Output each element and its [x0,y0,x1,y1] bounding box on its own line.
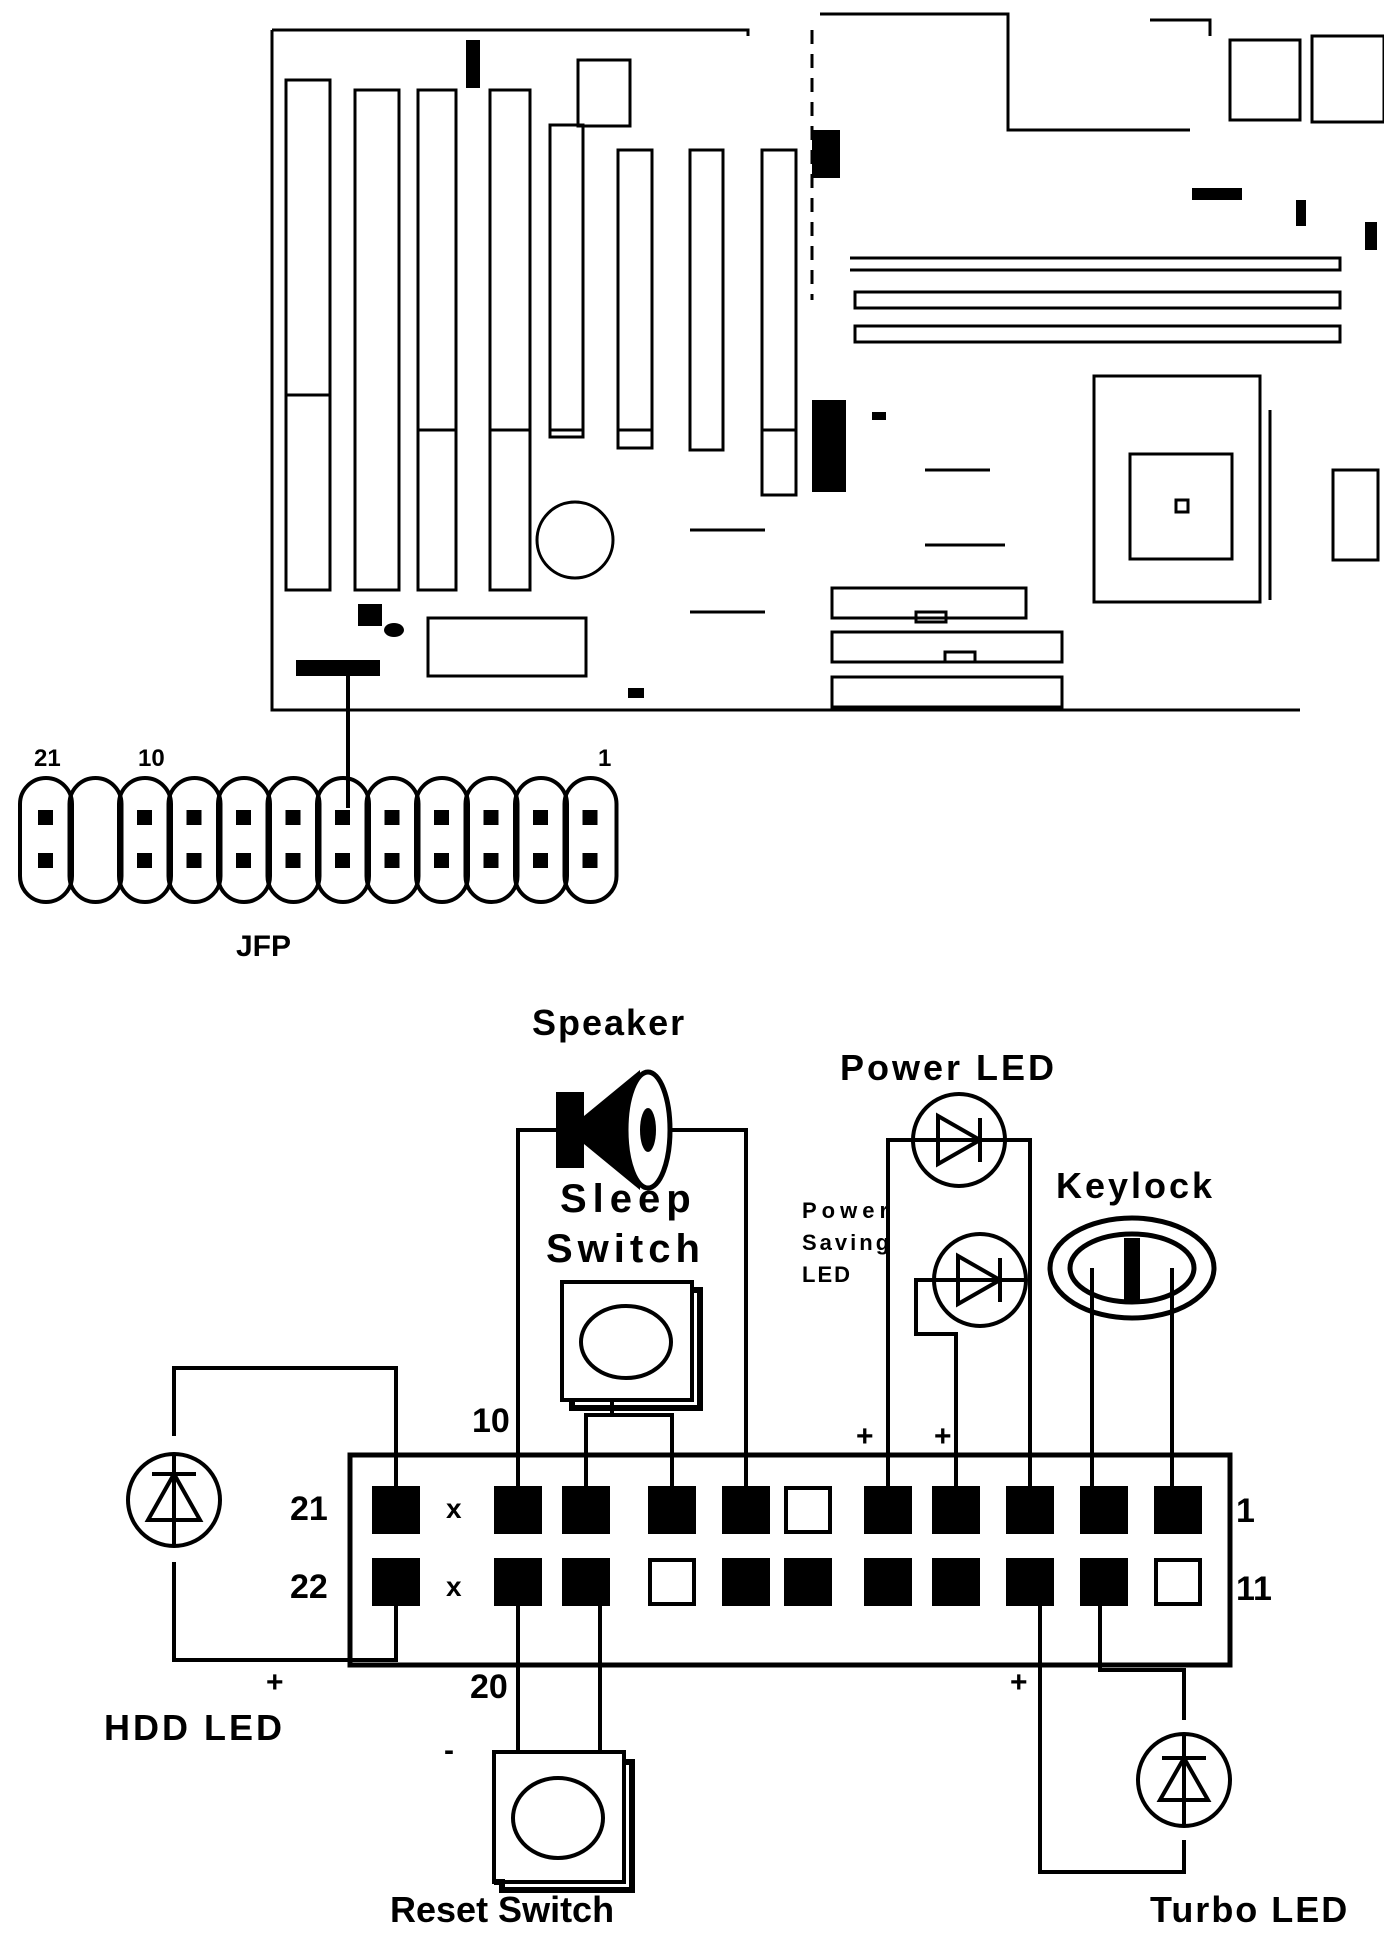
jfp-pin [137,853,152,868]
jfp-pin [483,810,499,825]
power-led-plus: + [856,1420,874,1453]
jfp-pin-pair [463,776,520,904]
hdd-led-label: HDD LED [104,1707,285,1748]
board-small-parts [296,40,1377,698]
pin-22-label: 22 [290,1568,328,1606]
keylock-symbol [1047,1215,1217,1321]
jfp-pin [582,853,598,868]
pin-20-label: 20 [470,1668,508,1706]
jfp-pin-pair [513,776,569,904]
jfp-pin-grid [372,1486,1202,1606]
pin-10-label: 10 [472,1402,510,1440]
jfp-pin-pair [562,776,619,904]
jfp-connector-block [347,1452,1233,1668]
jfp-pin [533,853,548,868]
jfp-pin-pair [166,776,223,904]
jfp-pin-pair [216,776,272,904]
jfp-pin [186,810,202,825]
connector-pin-bottom [1080,1558,1128,1606]
jfp-pin-21-label: 21 [34,745,61,772]
no-connect-bottom: x [446,1571,462,1602]
connector-pin-top [1080,1486,1128,1534]
power-saving-led-label-line2: Saving [802,1230,892,1255]
connector-pin-bottom [494,1558,542,1606]
sleep-switch-label-line2: Switch [546,1227,705,1271]
connector-pin-bottom [1154,1558,1202,1606]
connector-pin-top [932,1486,980,1534]
power-saving-led-label-line1: Power [802,1198,893,1223]
jfp-pin-10-label: 10 [138,745,165,772]
sleep-switch-symbol [560,1280,703,1411]
reset-switch-label: Reset Switch [390,1889,614,1930]
reset-switch-symbol [492,1750,635,1893]
connector-pin-top [864,1486,912,1534]
jfp-pin [483,853,499,868]
hdd-led-plus: + [266,1666,284,1699]
reset-minus: - [444,1734,454,1767]
jfp-pin-pair [117,776,173,904]
jfp-pin-1-label: 1 [598,745,611,772]
keylock-label: Keylock [1056,1165,1215,1206]
connector-pin-bottom [562,1558,610,1606]
sleep-switch-label-line1: Sleep [560,1177,697,1221]
pin-1-label: 1 [1236,1492,1255,1530]
pin-21-label: 21 [290,1490,328,1528]
power-saving-led-plus: + [934,1420,952,1453]
hdd-led-symbol [126,1452,222,1548]
jfp-pin [335,810,350,825]
jfp-header [18,776,619,904]
jfp-pin-pair [364,776,421,904]
connector-pin-top [1154,1486,1202,1534]
power-saving-led-symbol [932,1232,1028,1328]
turbo-led-symbol [1136,1732,1232,1828]
speaker-icon [556,1069,673,1191]
jfp-pin [236,853,251,868]
connector-pin-top [722,1486,770,1534]
jfp-pin [38,853,53,868]
turbo-led-label: Turbo LED [1150,1889,1349,1930]
jfp-pin [533,810,548,825]
jfp-pin [582,810,598,825]
connector-pin-bottom [784,1558,832,1606]
jfp-pin-pair [67,776,124,904]
no-connect-top: x [446,1493,462,1524]
connector-pin-top [372,1486,420,1534]
connector-pin-bottom [932,1558,980,1606]
jfp-pin [335,853,350,868]
pin-11-label: 11 [1236,1570,1272,1608]
connector-pin-top [562,1486,610,1534]
jfp-pin [384,810,400,825]
jfp-pin-pair [265,776,322,904]
jfp-pin [285,810,301,825]
jfp-pin-pair [315,776,371,904]
jfp-pin-pair [18,776,74,904]
connector-pin-top [784,1486,832,1534]
connector-pin-top [648,1486,696,1534]
power-saving-led-label-line3: LED [802,1262,852,1287]
power-led-label: Power LED [840,1047,1057,1088]
connector-pin-top [1006,1486,1054,1534]
jfp-pin [285,853,301,868]
jfp-connector-name: JFP [236,930,291,963]
jfp-pin-pair [414,776,470,904]
wiring [172,1128,1186,1874]
jfp-pin [186,853,202,868]
connector-pin-bottom [1006,1558,1054,1606]
jfp-pin [236,810,251,825]
connector-pin-bottom [722,1558,770,1606]
connector-pin-bottom [864,1558,912,1606]
jfp-pin [434,853,449,868]
connector-pin-bottom [648,1558,696,1606]
turbo-led-plus: + [1010,1666,1028,1699]
jfp-pin [384,853,400,868]
motherboard [270,12,1384,712]
jfp-pin [38,810,53,825]
speaker-label: Speaker [532,1002,686,1043]
jfp-pin [137,810,152,825]
power-led-symbol [911,1092,1007,1188]
connector-pin-top [494,1486,542,1534]
connector-pin-bottom [372,1558,420,1606]
jfp-pin [434,810,449,825]
